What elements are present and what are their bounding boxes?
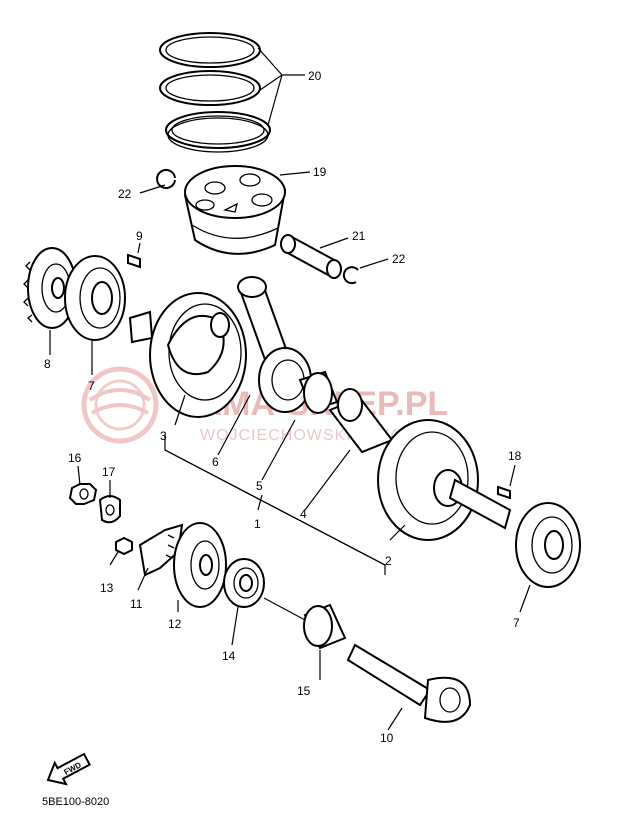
callout-8: 8	[44, 357, 51, 371]
needle-bearing-lower	[303, 603, 347, 650]
nut	[68, 483, 98, 505]
piston	[183, 165, 287, 255]
circlip-upper	[156, 169, 176, 189]
piston-rings	[159, 32, 271, 153]
callout-15: 15	[297, 684, 311, 698]
assembly-leaders	[164, 394, 406, 575]
bearing-right	[515, 502, 581, 588]
callout-7-right: 7	[513, 616, 520, 630]
watermark-logo	[81, 366, 159, 444]
key-upper	[127, 253, 141, 269]
callout-16: 16	[68, 451, 82, 465]
diagram-code: 5BE100-8020	[42, 796, 109, 808]
callout-11: 11	[130, 597, 143, 611]
big-end-bearing	[298, 370, 339, 414]
callout-12: 12	[168, 617, 182, 631]
callout-19: 19	[313, 165, 327, 179]
callout-5: 5	[256, 479, 263, 493]
callout-6: 6	[212, 455, 219, 469]
fwd-arrow: FWD	[46, 752, 92, 786]
bearing-left	[64, 255, 126, 341]
callout-4: 4	[300, 507, 307, 521]
callout-3: 3	[160, 429, 167, 443]
callout-labels: 1 2 3 4 5 6 7 7 8 9 10 11 12 13 14 15 16…	[44, 69, 522, 745]
balancer-shaft	[346, 643, 472, 723]
callout-18: 18	[508, 449, 522, 463]
crank-half-right	[377, 419, 512, 541]
bearing-small	[223, 558, 265, 608]
primary-drive-gear	[173, 522, 227, 608]
callout-22-left: 22	[118, 187, 132, 201]
lock-washer	[98, 495, 121, 524]
drive-gear-left	[23, 247, 77, 329]
callout-20: 20	[308, 69, 322, 83]
circlip-lower	[342, 266, 359, 285]
callout-1: 1	[254, 517, 261, 531]
crank-half-left	[128, 292, 247, 418]
key-right	[497, 485, 511, 500]
callout-13: 13	[100, 581, 114, 595]
callout-21: 21	[352, 229, 366, 243]
callout-7-left: 7	[88, 379, 95, 393]
callout-2: 2	[385, 554, 392, 568]
callout-22-right: 22	[392, 252, 406, 266]
piston-pin	[280, 234, 342, 279]
bolt	[115, 536, 133, 556]
callout-10: 10	[380, 731, 394, 745]
callout-9: 9	[136, 229, 143, 243]
callout-17: 17	[102, 465, 116, 479]
callout-14: 14	[222, 649, 236, 663]
